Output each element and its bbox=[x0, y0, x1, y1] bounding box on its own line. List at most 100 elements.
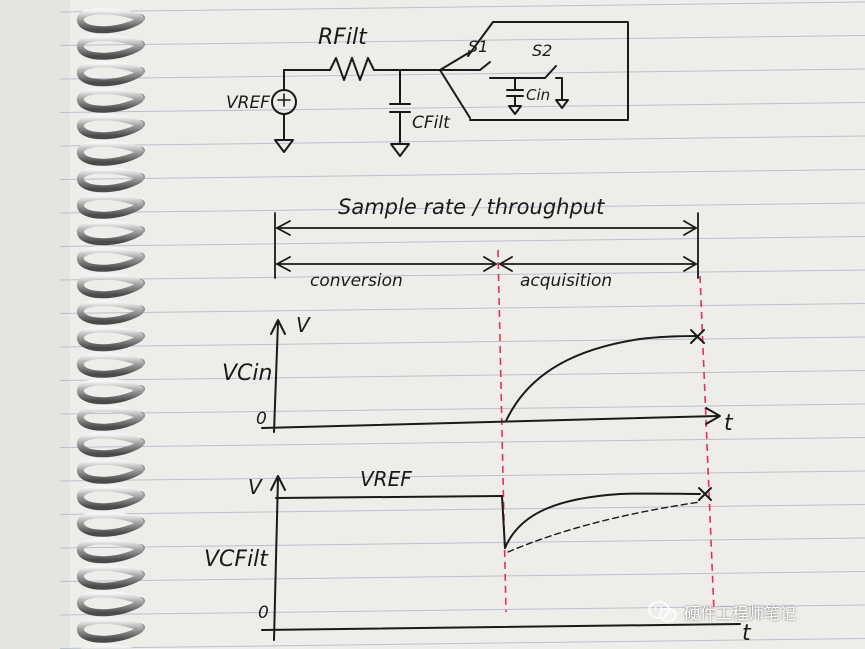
rfilt-label: RFilt bbox=[318, 25, 368, 50]
spiral-ring bbox=[76, 272, 144, 299]
ruled-line bbox=[59, 169, 865, 180]
vcfilt-x-label: t bbox=[742, 621, 752, 646]
spiral-ring bbox=[76, 192, 144, 219]
spiral-ring bbox=[76, 484, 144, 511]
vcfilt-zero-label: 0 bbox=[258, 603, 269, 623]
spiral-ring bbox=[76, 245, 144, 272]
ruled-line bbox=[59, 504, 865, 515]
spiral-ring bbox=[76, 113, 144, 140]
conversion-arrowheads bbox=[275, 256, 498, 272]
spiral-ring bbox=[76, 457, 144, 484]
s2-wire bbox=[555, 77, 563, 101]
ruled-line bbox=[59, 437, 865, 448]
spiral-ring bbox=[76, 351, 144, 378]
vcfilt-y-label: V bbox=[248, 475, 263, 499]
vcfilt-plot bbox=[261, 475, 741, 641]
spiral-ring bbox=[76, 139, 144, 166]
s2-label: S2 bbox=[532, 41, 552, 60]
ruled-line bbox=[59, 35, 865, 46]
vcin-overlay-dashed bbox=[507, 501, 701, 553]
vcfilt-x-axis bbox=[261, 623, 741, 631]
spiral-binding bbox=[76, 7, 145, 649]
ruled-line bbox=[59, 403, 865, 415]
vcfilt-end-mark bbox=[698, 487, 712, 501]
s2-switch-arm bbox=[544, 65, 557, 79]
ground-icon-s2 bbox=[555, 99, 569, 109]
ruled-line bbox=[59, 336, 865, 348]
spiral-ring bbox=[80, 643, 137, 649]
spiral-ring bbox=[76, 431, 144, 458]
vref-level-line bbox=[275, 495, 503, 499]
spiral-ring bbox=[76, 590, 144, 617]
phase-guides bbox=[497, 249, 715, 613]
spiral-ring bbox=[76, 7, 144, 34]
spiral-ring bbox=[76, 404, 144, 431]
spiral-ring bbox=[76, 60, 144, 87]
ground-icon-cin bbox=[508, 105, 522, 115]
switch-lower-arm bbox=[439, 69, 471, 119]
vref-label: VREF bbox=[226, 93, 270, 113]
conversion-label: conversion bbox=[310, 271, 403, 291]
rfilt-resistor bbox=[329, 57, 375, 81]
ruled-line bbox=[59, 1, 865, 13]
spiral-ring bbox=[76, 378, 144, 405]
vcin-x-axis bbox=[261, 415, 719, 429]
spiral-ring bbox=[76, 33, 144, 60]
spiral-ring bbox=[76, 325, 144, 352]
ruled-line bbox=[59, 303, 865, 314]
vcin-plot bbox=[261, 319, 721, 433]
vcin-end-mark bbox=[690, 329, 705, 344]
spiral-ring bbox=[76, 563, 144, 590]
vcin-charge-curve bbox=[505, 335, 699, 422]
vcfilt-y-axis bbox=[273, 477, 279, 641]
wechat-icon bbox=[648, 601, 677, 623]
vcin-y-label: V bbox=[296, 313, 311, 337]
ruled-line bbox=[59, 638, 865, 649]
spiral-ring bbox=[76, 510, 144, 537]
spiral-ring bbox=[76, 166, 144, 193]
vcfilt-signal-label: VCFilt bbox=[204, 547, 269, 572]
spiral-ring bbox=[76, 219, 144, 246]
vref-level-label: VREF bbox=[360, 467, 412, 491]
vcin-zero-label: 0 bbox=[256, 409, 267, 429]
ruled-line bbox=[59, 202, 865, 214]
ruled-line bbox=[59, 370, 865, 381]
ground-icon-cfilt bbox=[390, 143, 410, 157]
cfilt-label: CFilt bbox=[412, 113, 451, 133]
conversion-end-guide bbox=[497, 249, 507, 613]
ruled-line bbox=[59, 470, 865, 482]
throughput-label: Sample rate / throughput bbox=[338, 195, 605, 219]
ruled-line bbox=[59, 68, 865, 80]
s1-label: S1 bbox=[468, 37, 488, 56]
spiral-ring bbox=[76, 298, 144, 325]
spiral-ring bbox=[76, 537, 144, 564]
acquisition-end-guide bbox=[699, 275, 715, 613]
vcfilt-recovery-curve bbox=[504, 492, 701, 549]
ruled-line bbox=[59, 135, 865, 147]
timing-spans bbox=[274, 212, 699, 279]
cin-label: Cin bbox=[526, 86, 550, 104]
rc-filter-schematic bbox=[271, 21, 629, 157]
vref-polarity-mark bbox=[277, 93, 291, 107]
margin-strip bbox=[0, 0, 70, 649]
ground-icon-vref bbox=[274, 139, 294, 153]
vcin-y-arrow bbox=[270, 319, 286, 335]
s1-switch-arm bbox=[439, 51, 471, 71]
watermark-text: 硬件工程师笔记 bbox=[684, 604, 797, 623]
acquisition-label: acquisition bbox=[520, 271, 612, 291]
acquisition-arrowheads bbox=[498, 256, 698, 272]
spiral-ring bbox=[76, 86, 144, 113]
vcin-y-axis bbox=[273, 321, 279, 433]
ruled-line bbox=[59, 236, 865, 247]
vcin-x-arrow bbox=[705, 407, 721, 425]
ruled-line bbox=[59, 571, 865, 582]
watermark: 硬件工程师笔记 bbox=[648, 598, 796, 626]
vcin-signal-label: VCin bbox=[222, 361, 272, 386]
ruled-line bbox=[59, 269, 865, 281]
vcfilt-drop bbox=[501, 495, 506, 549]
switch-loop-box bbox=[467, 21, 629, 121]
ruled-line bbox=[59, 537, 865, 549]
ruled-line bbox=[59, 604, 865, 616]
